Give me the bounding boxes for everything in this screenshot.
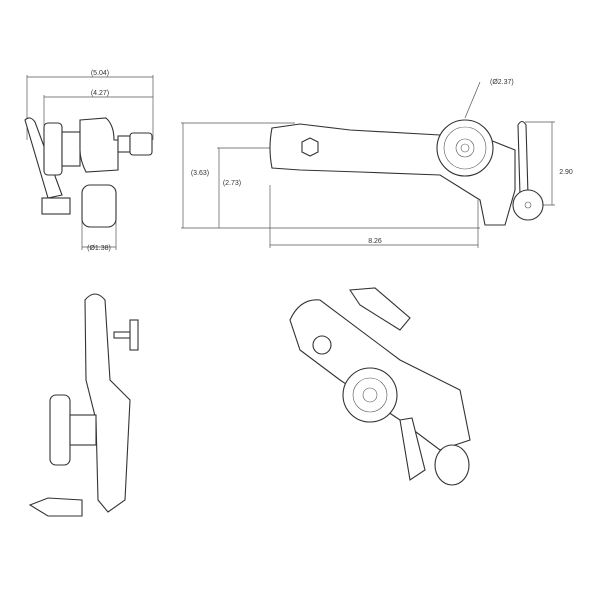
dim-label-inner-width: (4.27) <box>91 90 109 97</box>
lever-handle <box>399 417 426 481</box>
arm-body <box>84 293 131 513</box>
knurled-knob <box>43 122 63 176</box>
isometric-view <box>289 287 471 486</box>
dim-label-handle-height: 2.90 <box>559 169 573 176</box>
connector-tip <box>129 132 153 156</box>
front-view <box>28 293 139 517</box>
hex-socket <box>301 137 319 157</box>
knurled-knob <box>436 119 494 177</box>
ball-base <box>81 184 117 228</box>
knob-shaft <box>113 331 131 339</box>
knob-center <box>460 143 470 153</box>
arm-socket <box>79 117 119 173</box>
side-view <box>24 75 154 250</box>
dim-label-overall-length: 8.26 <box>368 238 382 245</box>
knob-shaft <box>61 131 81 167</box>
connector-neck <box>117 135 131 153</box>
dim-label-overall-width: (5.04) <box>91 70 109 77</box>
knob-face <box>443 126 487 170</box>
dim-label-ball-diameter: (Ø1.38) <box>87 245 111 252</box>
lever-base <box>41 197 71 215</box>
top-view <box>181 81 555 248</box>
ball-end <box>434 444 470 486</box>
dim-label-overall-height: (3.63) <box>191 170 209 177</box>
ball-end <box>512 189 544 221</box>
leader-line-knob <box>464 81 481 119</box>
knob-face <box>352 377 388 413</box>
knob-hub <box>455 138 475 158</box>
dim-label-center-height: (2.73) <box>223 180 241 187</box>
knob-shaft <box>69 414 97 446</box>
top-knob <box>129 319 139 351</box>
dim-label-knob-diameter: (Ø2.37) <box>490 79 514 86</box>
pivot <box>524 201 532 209</box>
lever-handle <box>28 497 83 517</box>
hex-socket <box>312 335 332 355</box>
knob-hub <box>362 387 378 403</box>
knurled-knob <box>342 367 398 423</box>
top-lever <box>349 287 411 331</box>
knurled-knob <box>49 394 71 466</box>
lever-handle <box>517 120 529 196</box>
